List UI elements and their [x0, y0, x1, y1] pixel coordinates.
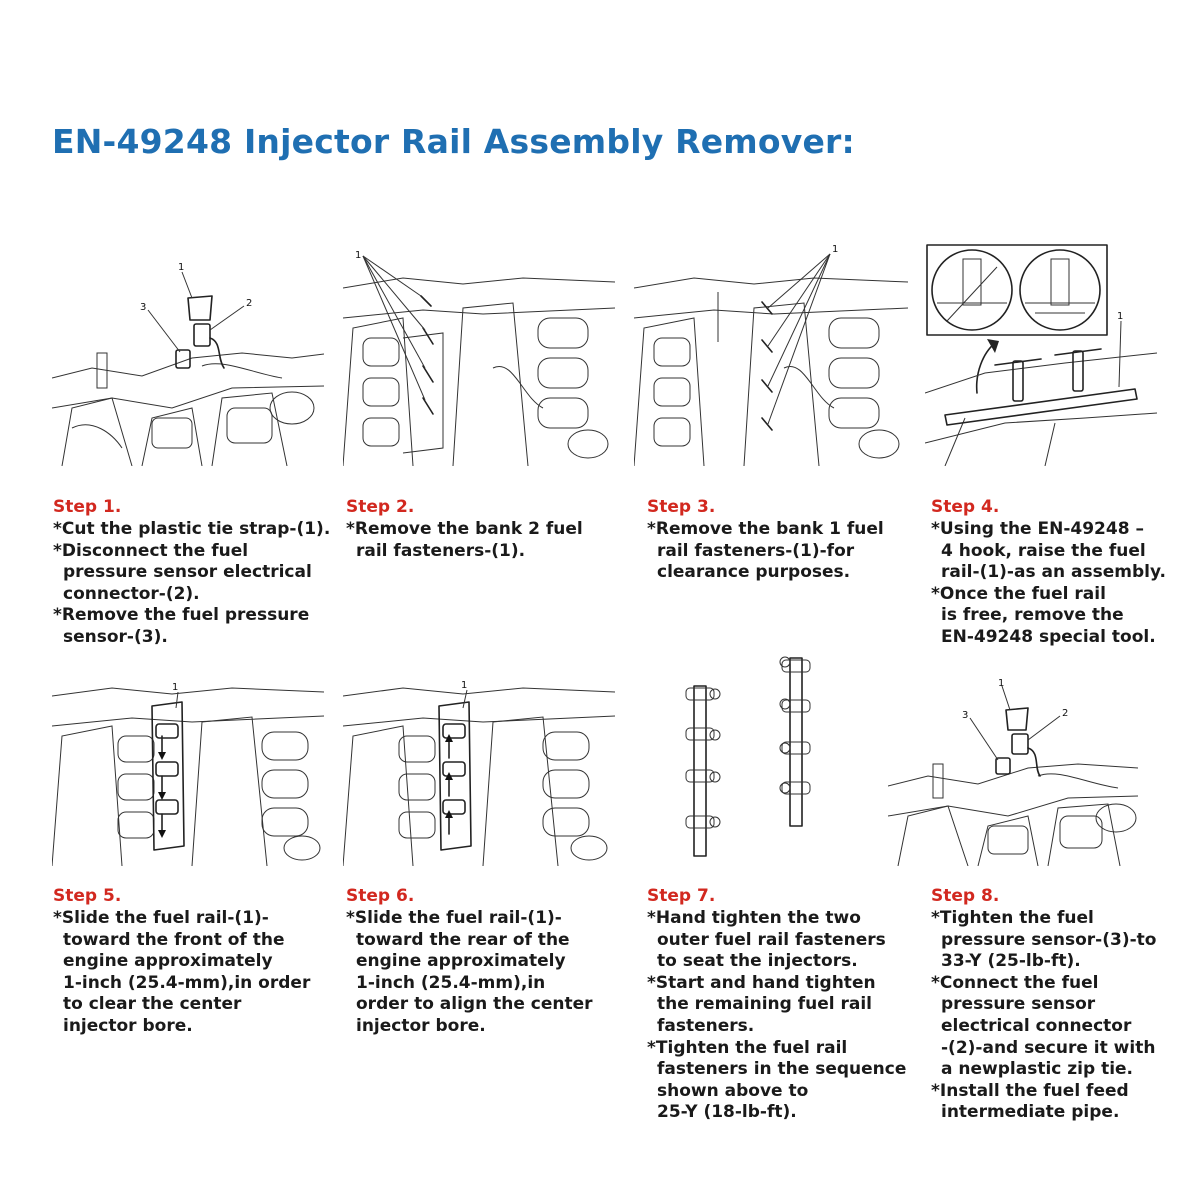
step-4-line: *Using the EN-49248 – — [931, 519, 1144, 539]
step-8-line: electrical connector — [941, 1015, 1132, 1036]
step-7-line: *Start and hand tighten — [647, 972, 876, 993]
step-6-text: Step 6. *Slide the fuel rail-(1)- toward… — [346, 886, 616, 1038]
step-2-title: Step 2. — [346, 497, 415, 517]
callout-1: 1 — [461, 680, 467, 691]
step-1-line: *Remove the fuel pressure — [53, 605, 310, 626]
step-1-line: *Cut the plastic tie strap-(1). — [53, 519, 331, 539]
step-5-line: 1-inch (25.4-mm),in order — [63, 972, 311, 993]
step-3-line: clearance purposes. — [657, 562, 851, 583]
step-5-title: Step 5. — [53, 886, 122, 906]
step-6-line: *Slide the fuel rail-(1)- — [346, 908, 562, 928]
step-4-line: *Once the fuel rail — [931, 583, 1106, 604]
step-6-line: injector bore. — [356, 1015, 486, 1036]
step-5-line: engine approximately — [63, 951, 273, 972]
step-7-line: to seat the injectors. — [657, 951, 858, 972]
step-7-title: Step 7. — [647, 886, 716, 906]
callout-1: 1 — [172, 682, 178, 693]
step-2-illustration: 1 — [343, 248, 615, 466]
step-1-line: pressure sensor electrical — [63, 562, 312, 583]
step-3-text: Step 3. *Remove the bank 1 fuel rail fas… — [647, 497, 917, 584]
step-4-line: is free, remove the — [941, 605, 1124, 626]
step-8-line: *Install the fuel feed — [931, 1080, 1129, 1101]
step-8-title: Step 8. — [931, 886, 1000, 906]
step-4-line: EN-49248 special tool. — [941, 626, 1156, 647]
step-7-line: *Tighten the fuel rail — [647, 1037, 848, 1058]
step-8-line: pressure sensor — [941, 994, 1096, 1015]
step-5-illustration: 1 — [52, 676, 324, 866]
callout-3: 3 — [140, 302, 146, 313]
step-1-text: Step 1. *Cut the plastic tie strap-(1). … — [53, 497, 331, 649]
step-3-title: Step 3. — [647, 497, 716, 517]
step-7-line: shown above to — [657, 1080, 809, 1101]
step-2-text: Step 2. *Remove the bank 2 fuel rail fas… — [346, 497, 616, 562]
step-5-line: to clear the center — [63, 994, 242, 1015]
step-4-text: Step 4. *Using the EN-49248 – 4 hook, ra… — [931, 497, 1200, 649]
step-8-text: Step 8. *Tighten the fuel pressure senso… — [931, 886, 1200, 1124]
step-1-illustration: 1 2 3 — [52, 258, 324, 466]
step-8-illustration: 1 2 3 — [888, 676, 1138, 866]
step-4-illustration: 1 — [925, 243, 1157, 466]
step-5-line: *Slide the fuel rail-(1)- — [53, 908, 269, 928]
step-7-line: *Hand tighten the two — [647, 908, 861, 928]
step-8-line: *Connect the fuel — [931, 972, 1099, 993]
callout-1: 1 — [178, 262, 184, 273]
step-5-line: toward the front of the — [63, 929, 285, 950]
step-8-line: -(2)-and secure it with — [941, 1037, 1156, 1058]
page-title: EN-49248 Injector Rail Assembly Remover: — [52, 122, 855, 161]
callout-3: 3 — [962, 710, 968, 721]
step-4-line: 4 hook, raise the fuel — [941, 540, 1146, 561]
step-5-text: Step 5. *Slide the fuel rail-(1)- toward… — [53, 886, 323, 1038]
step-4-title: Step 4. — [931, 497, 1000, 517]
step-6-title: Step 6. — [346, 886, 415, 906]
callout-2: 2 — [246, 298, 252, 309]
callout-2: 2 — [1062, 708, 1068, 719]
step-7-line: 25-Y (18-lb-ft). — [657, 1102, 797, 1123]
step-6-illustration: 1 — [343, 672, 615, 866]
step-6-line: engine approximately — [356, 951, 566, 972]
step-3-line: *Remove the bank 1 fuel — [647, 519, 884, 539]
step-5-line: injector bore. — [63, 1015, 193, 1036]
step-8-line: pressure sensor-(3)-to — [941, 929, 1157, 950]
step-8-line: intermediate pipe. — [941, 1102, 1120, 1123]
step-1-line: *Disconnect the fuel — [53, 540, 249, 561]
step-2-line: rail fasteners-(1). — [356, 540, 526, 561]
step-2-line: *Remove the bank 2 fuel — [346, 519, 583, 539]
step-6-line: 1-inch (25.4-mm),in — [356, 972, 546, 993]
callout-1: 1 — [1117, 311, 1123, 322]
step-7-line: fasteners. — [657, 1015, 755, 1036]
step-1-title: Step 1. — [53, 497, 122, 517]
step-6-line: toward the rear of the — [356, 929, 570, 950]
callout-1: 1 — [355, 250, 361, 261]
step-1-line: sensor-(3). — [63, 626, 168, 647]
step-6-line: order to align the center — [356, 994, 593, 1015]
step-8-line: a newplastic zip tie. — [941, 1059, 1134, 1080]
step-4-line: rail-(1)-as an assembly. — [941, 562, 1166, 583]
step-7-text: Step 7. *Hand tighten the two outer fuel… — [647, 886, 917, 1124]
step-7-illustration — [672, 650, 824, 866]
step-3-line: rail fasteners-(1)-for — [657, 540, 855, 561]
callout-1: 1 — [998, 678, 1004, 689]
step-8-line: *Tighten the fuel — [931, 908, 1094, 928]
step-7-line: fasteners in the sequence — [657, 1059, 907, 1080]
step-3-illustration: 1 — [634, 242, 908, 466]
callout-1: 1 — [832, 244, 838, 255]
step-7-line: outer fuel rail fasteners — [657, 929, 886, 950]
step-1-line: connector-(2). — [63, 583, 200, 604]
step-8-line: 33-Y (25-lb-ft). — [941, 951, 1081, 972]
step-7-line: the remaining fuel rail — [657, 994, 873, 1015]
